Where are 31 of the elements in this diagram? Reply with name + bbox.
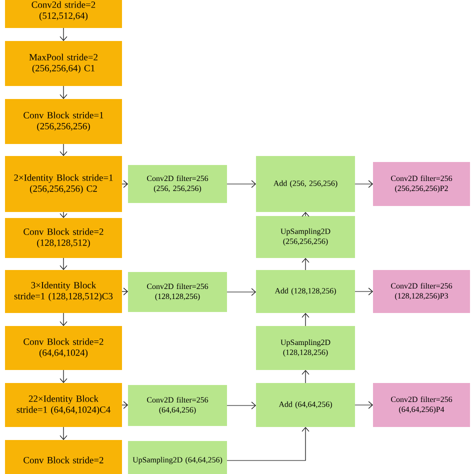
arrow [60, 370, 68, 383]
arrow [60, 212, 68, 218]
arrow [60, 86, 68, 99]
arrow [226, 427, 310, 461]
layer-box: Conv Block stride=2 [5, 440, 122, 474]
layer-box: Conv Block stride=2 (64,64,1024) [5, 326, 122, 370]
arrow [226, 288, 256, 296]
arrow [354, 401, 374, 409]
arrow [354, 288, 374, 296]
arrow [226, 180, 256, 188]
arrow [302, 370, 310, 384]
layer-box: Conv Block stride=1 (256,256,256) [5, 99, 122, 144]
arrow [302, 258, 310, 270]
layer-box: 3×Identity Block stride=1 (128,128,512)C3 [5, 270, 122, 313]
arrow [60, 312, 68, 326]
layer-box: 2×Identity Block stride=1 (256,256,256) C2 [5, 156, 122, 212]
arrow [354, 180, 374, 188]
arrow [302, 212, 310, 217]
layer-box: 22×Identity Block stride=1 (64,64,1024)C4 [5, 383, 122, 427]
arrow [122, 401, 128, 409]
arrow [302, 313, 310, 326]
arrow [122, 288, 128, 296]
arrow [60, 426, 68, 440]
layer-box: MaxPool stride=2 (256,256,64) C1 [5, 41, 122, 86]
arrow [60, 144, 68, 156]
arrow [60, 28, 68, 41]
layer-box: Conv Block stride=2 (128,128,512) [5, 218, 122, 258]
arrow [122, 180, 128, 188]
arrow [60, 258, 68, 270]
arrow [226, 402, 256, 410]
layer-box: Conv2d stride=2 (512,512,64) [5, 0, 122, 28]
